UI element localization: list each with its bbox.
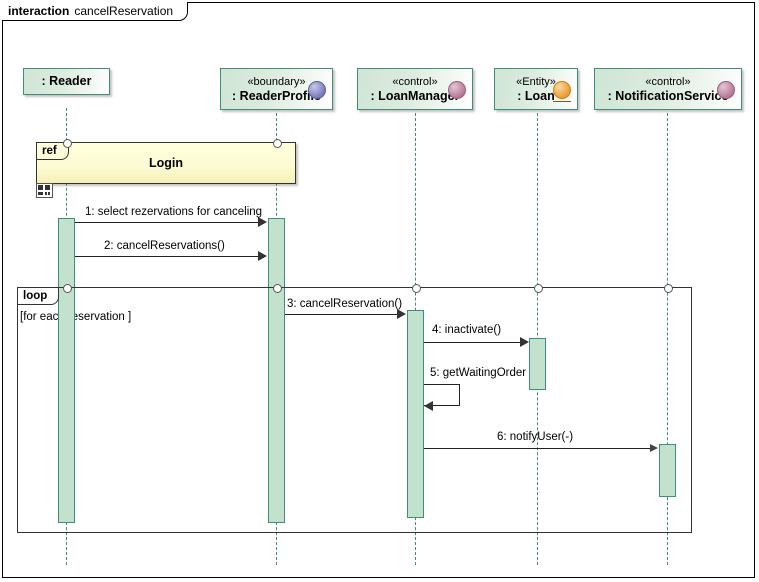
message-label-6: 6: notifyUser(-) bbox=[497, 431, 574, 443]
entity-icon bbox=[553, 81, 571, 102]
lifeline-name-reader: : Reader bbox=[41, 74, 92, 88]
message-selfcall-5 bbox=[424, 384, 460, 406]
ref-gate-readerprofile bbox=[273, 139, 282, 148]
message-label-5: 5: getWaitingOrder bbox=[430, 367, 527, 379]
frame-keyword: interaction bbox=[8, 4, 70, 18]
frame-name: cancelReservation bbox=[74, 4, 174, 18]
lifeline-head-loanmanager[interactable]: «control» : LoanManager bbox=[357, 68, 473, 110]
message-arrow-2 bbox=[258, 251, 267, 261]
interaction-frame-tab: interaction cancelReservation bbox=[2, 2, 189, 21]
control-icon bbox=[717, 81, 735, 99]
loop-gate-loanmanager bbox=[412, 284, 421, 293]
lifeline-name-notification: : NotificationService bbox=[607, 88, 729, 103]
lifeline-stereotype-readerprofile: «boundary» bbox=[247, 75, 306, 88]
message-line-4 bbox=[424, 342, 522, 343]
message-arrow-4 bbox=[520, 337, 529, 347]
lifeline-head-readerprofile[interactable]: «boundary» : ReaderProfile bbox=[220, 68, 333, 110]
message-line-3 bbox=[276, 314, 399, 315]
boundary-icon bbox=[308, 81, 326, 99]
message-label-1: 1: select rezervations for canceling bbox=[85, 206, 263, 218]
message-line-1 bbox=[66, 222, 260, 223]
lifeline-name-readerprofile: : ReaderProfile bbox=[232, 88, 321, 103]
lifeline-head-loan[interactable]: «Entity» : Loan bbox=[494, 68, 578, 110]
lifeline-notification bbox=[667, 113, 668, 565]
loop-fragment[interactable]: loop bbox=[17, 287, 692, 533]
activation-reader bbox=[58, 218, 75, 523]
lifeline-name-loan: : Loan bbox=[517, 88, 555, 103]
ref-gate-reader bbox=[63, 139, 72, 148]
lifeline-stereotype-notification: «control» bbox=[645, 75, 691, 88]
ref-fragment[interactable]: ref Login bbox=[36, 142, 296, 184]
message-label-4: 4: inactivate() bbox=[432, 324, 502, 336]
message-label-3: 3: cancelReservation() bbox=[287, 298, 403, 310]
lifeline-head-reader[interactable]: : Reader bbox=[23, 68, 110, 95]
loop-fragment-operator: loop bbox=[18, 288, 60, 305]
control-icon bbox=[448, 81, 466, 99]
lifeline-name-loanmanager: : LoanManager bbox=[370, 88, 460, 103]
activation-loanmanager bbox=[407, 310, 424, 518]
lifeline-stereotype-loanmanager: «control» bbox=[392, 75, 438, 88]
message-label-2: 2: cancelReservations() bbox=[104, 240, 225, 252]
activation-loan bbox=[529, 338, 546, 390]
ref-fragment-operator: ref bbox=[37, 143, 69, 160]
message-arrow-5 bbox=[424, 401, 433, 411]
loop-gate-readerprofile bbox=[273, 284, 282, 293]
loop-fragment-guard: [for each reservation ] bbox=[20, 311, 132, 323]
loop-gate-loan bbox=[534, 284, 543, 293]
message-line-6 bbox=[424, 448, 656, 449]
ref-fragment-icon bbox=[36, 183, 53, 198]
message-arrow-6 bbox=[650, 444, 658, 452]
loop-gate-notification bbox=[664, 284, 673, 293]
ref-fragment-title: Login bbox=[148, 156, 183, 170]
activation-readerprofile bbox=[268, 218, 285, 523]
message-arrow-3 bbox=[397, 309, 406, 319]
message-line-2 bbox=[66, 256, 260, 257]
activation-notification bbox=[659, 444, 676, 497]
message-arrow-1 bbox=[258, 217, 267, 227]
lifeline-stereotype-loan: «Entity» bbox=[516, 75, 556, 88]
lifeline-head-notification[interactable]: «control» : NotificationService bbox=[594, 68, 742, 110]
loop-gate-reader bbox=[63, 284, 72, 293]
